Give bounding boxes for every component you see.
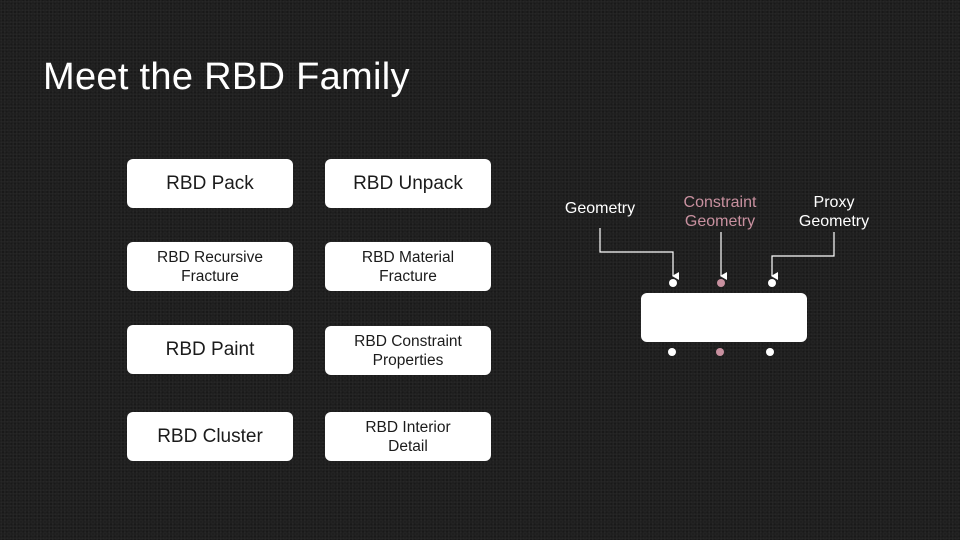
node-rbd-pack[interactable]: RBD Pack [127,159,293,208]
input-label-constraint-geometry: Constraint Geometry [683,194,757,230]
input-label-proxy-geometry: Proxy Geometry [798,194,870,230]
output-port-proxy-geometry [766,348,774,356]
node-label: RBD Cluster [157,425,263,447]
node-rbd-cluster[interactable]: RBD Cluster [127,412,293,461]
input-port-geometry [669,279,677,287]
node-label: RBD Paint [165,338,255,360]
node-rbd-interior-detail[interactable]: RBD Interior Detail [325,412,491,461]
node-label: RBD Pack [166,172,254,194]
rbd-node-body [641,293,807,342]
node-rbd-constraint-properties[interactable]: RBD Constraint Properties [325,326,491,375]
slide-title: Meet the RBD Family [43,56,410,98]
proxy-geometry-wire [771,232,835,280]
node-rbd-material-fracture[interactable]: RBD Material Fracture [325,242,491,291]
node-label: RBD Unpack [353,172,463,194]
input-port-constraint-geometry [717,279,725,287]
input-port-proxy-geometry [768,279,776,287]
node-label: RBD Interior Detail [365,418,451,455]
node-label: RBD Recursive Fracture [157,248,263,285]
output-port-geometry [668,348,676,356]
node-label: RBD Material Fracture [361,248,455,285]
output-port-constraint-geometry [716,348,724,356]
node-label: RBD Constraint Properties [354,332,462,369]
node-rbd-unpack[interactable]: RBD Unpack [325,159,491,208]
input-label-geometry: Geometry [564,200,636,217]
node-rbd-recursive-fracture[interactable]: RBD Recursive Fracture [127,242,293,291]
node-rbd-paint[interactable]: RBD Paint [127,325,293,374]
geometry-wire [599,228,679,280]
